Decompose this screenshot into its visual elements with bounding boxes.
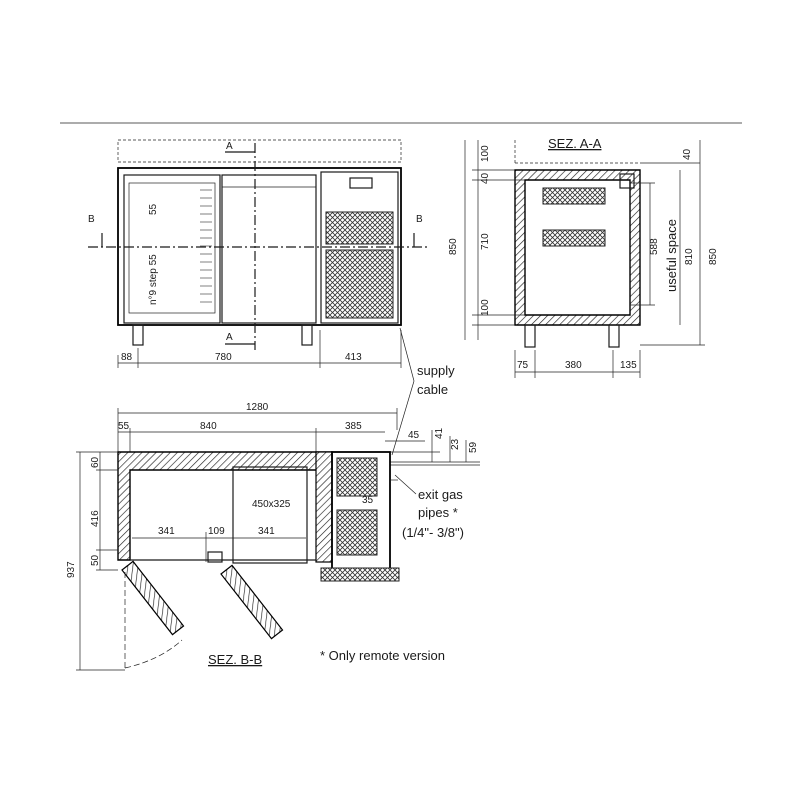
aa-dim-135: 135 <box>620 360 637 371</box>
bb-grille-top <box>336 457 378 497</box>
bb-dim-41: 41 <box>434 427 445 439</box>
aa-dim-710: 710 <box>480 233 491 250</box>
control-display <box>349 177 373 189</box>
section-marker-a-bottom: A <box>226 332 233 343</box>
shelf-rack <box>128 182 216 314</box>
exit-gas-label-2: pipes * <box>418 505 458 520</box>
bb-dim-35: 35 <box>362 495 374 506</box>
supply-leader <box>391 380 415 456</box>
bb-dim-937: 937 <box>66 561 77 578</box>
bb-dim-1280: 1280 <box>246 402 269 413</box>
upper-grille <box>325 211 394 245</box>
aa-dim-810: 810 <box>684 248 695 265</box>
exit-gas-label-3: (1/4"- 3/8") <box>402 525 464 540</box>
aa-foot-right <box>608 324 620 348</box>
section-bb: 1280 55 840 385 45 41 23 59 35 450x325 <box>66 402 480 671</box>
door-swing-arc <box>124 572 183 669</box>
bb-dim-55: 55 <box>118 421 130 432</box>
door-hinge <box>207 551 223 563</box>
bb-dim-385: 385 <box>345 421 362 432</box>
bb-dim-341-right: 341 <box>258 526 275 537</box>
evaporator-box <box>619 173 635 189</box>
dim-88: 88 <box>121 352 133 363</box>
bb-dim-416: 416 <box>90 510 101 527</box>
exit-gas-leader <box>394 474 417 495</box>
bb-dim-59: 59 <box>468 441 479 453</box>
aa-dim-40: 40 <box>480 172 491 184</box>
foot-right <box>301 324 313 346</box>
gn-tray <box>232 466 308 564</box>
section-aa-wall <box>514 169 641 326</box>
worktop <box>117 139 402 163</box>
aa-dim-850-left: 850 <box>448 238 459 255</box>
annotations: supply cable exit gas pipes * (1/4"- 3/8… <box>320 327 464 663</box>
section-bb-wall <box>117 451 333 561</box>
exit-gas-label-1: exit gas <box>418 487 463 502</box>
supply-cable-label-1: supply <box>417 363 455 378</box>
shelf-note: n°9 step 55 <box>148 254 159 305</box>
aa-dim-850-right: 850 <box>708 248 719 265</box>
lower-grille <box>325 249 394 319</box>
bb-dim-23: 23 <box>450 438 461 450</box>
dim-413: 413 <box>345 352 362 363</box>
aa-dim-40-right: 40 <box>682 148 693 160</box>
bb-dim-60: 60 <box>90 456 101 468</box>
useful-space-label: useful space <box>664 219 679 292</box>
bb-grille-bottom <box>336 509 378 556</box>
bb-base-grille <box>320 567 400 582</box>
section-marker-b-right: B <box>416 214 423 225</box>
section-bb-title: SEZ. B-B <box>208 652 262 667</box>
section-marker-a-top: A <box>226 141 233 152</box>
aa-foot-left <box>524 324 536 348</box>
dim-780: 780 <box>215 352 232 363</box>
section-aa: SEZ. A-A 100 40 710 100 850 40 588 usefu… <box>448 136 719 378</box>
remote-note: * Only remote version <box>320 648 445 663</box>
supply-cable-label-2: cable <box>417 382 448 397</box>
door-right-open <box>220 564 284 640</box>
left-door <box>123 174 221 324</box>
tray-size: 450x325 <box>252 499 291 510</box>
bb-dim-341-left: 341 <box>158 526 175 537</box>
shelf-rack-rungs <box>200 189 212 303</box>
evaporator-grille-bottom <box>542 229 606 247</box>
aa-dim-588: 588 <box>649 238 660 255</box>
aa-dim-100-bottom: 100 <box>480 299 491 316</box>
foot-left <box>132 324 144 346</box>
aa-dim-380: 380 <box>565 360 582 371</box>
bb-dim-45: 45 <box>408 430 420 441</box>
door-left-open <box>121 560 185 636</box>
aa-dim-100-top: 100 <box>480 145 491 162</box>
bb-dim-840: 840 <box>200 421 217 432</box>
section-aa-title: SEZ. A-A <box>548 136 602 151</box>
bb-right-wall <box>315 451 333 563</box>
middle-door <box>221 174 317 324</box>
section-marker-b-left: B <box>88 214 95 225</box>
shelf-step: 55 <box>148 203 159 215</box>
evaporator-grille-top <box>542 187 606 205</box>
bb-dim-50: 50 <box>90 554 101 566</box>
aa-dim-75: 75 <box>517 360 529 371</box>
bb-dim-109: 109 <box>208 526 225 537</box>
front-view: n°9 step 55 55 A A B B 88 780 413 <box>88 139 430 368</box>
